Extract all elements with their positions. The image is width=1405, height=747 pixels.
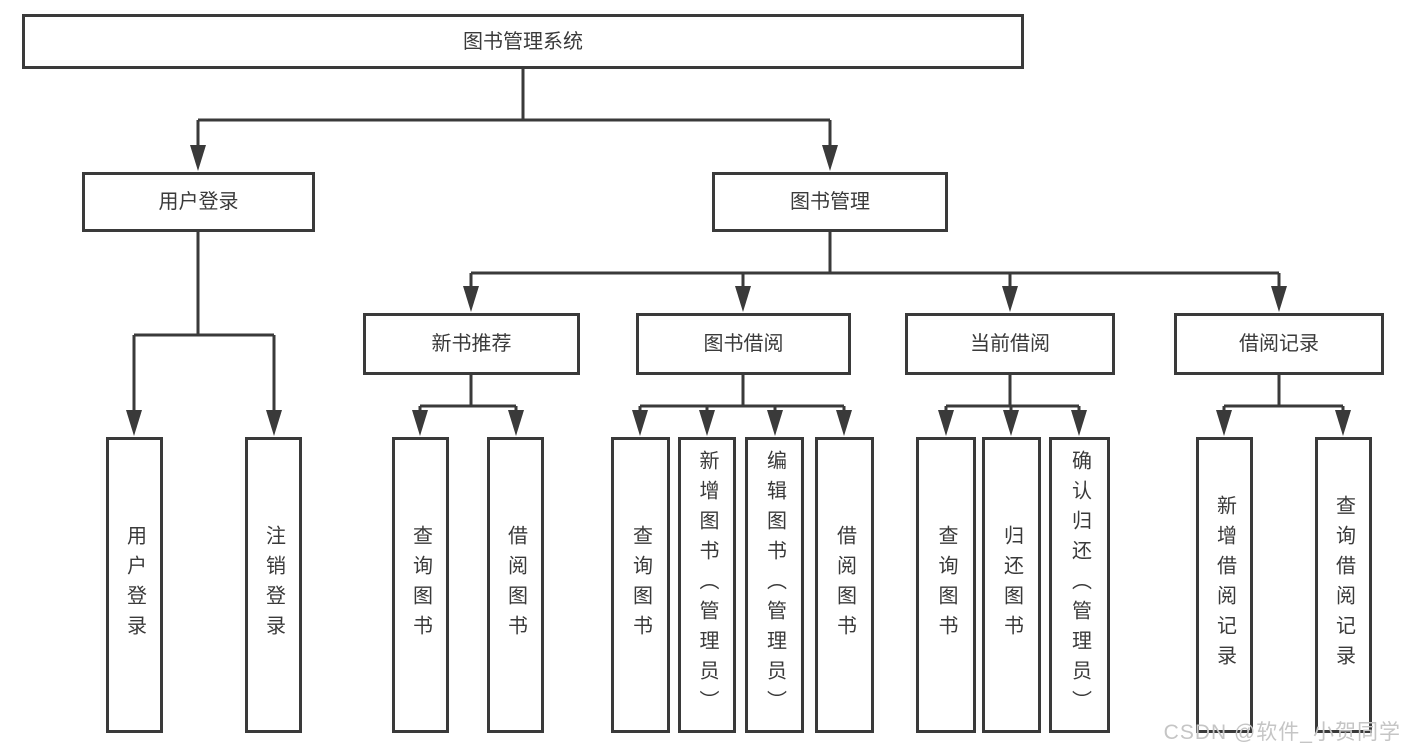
leaf-query-books-borrow: 查询图书 [611,437,670,733]
node-user-login: 用户登录 [82,172,315,232]
node-borrowing-records: 借阅记录 [1174,313,1384,375]
leaf-query-books-current: 查询图书 [916,437,976,733]
leaf-add-borrow-record: 新增借阅记录 [1196,437,1253,733]
leaf-query-books-rec: 查询图书 [392,437,449,733]
leaf-add-books-admin: 新增图书（管理员） [678,437,736,733]
leaf-user-login: 用户登录 [106,437,163,733]
leaf-borrow-books: 借阅图书 [815,437,874,733]
node-book-management: 图书管理 [712,172,948,232]
node-book-borrowing: 图书借阅 [636,313,851,375]
node-current-borrowing: 当前借阅 [905,313,1115,375]
leaf-return-books: 归还图书 [982,437,1041,733]
csdn-watermark: CSDN @软件_小贺同学 [1163,721,1401,744]
arrowheads [126,145,1351,436]
leaf-query-borrow-record: 查询借阅记录 [1315,437,1372,733]
leaf-borrow-books-rec: 借阅图书 [487,437,544,733]
leaf-logout: 注销登录 [245,437,302,733]
leaf-confirm-return-admin: 确认归还（管理员） [1049,437,1110,733]
node-root-system: 图书管理系统 [22,14,1024,69]
leaf-edit-books-admin: 编辑图书（管理员） [745,437,804,733]
node-new-book-recommendation: 新书推荐 [363,313,580,375]
